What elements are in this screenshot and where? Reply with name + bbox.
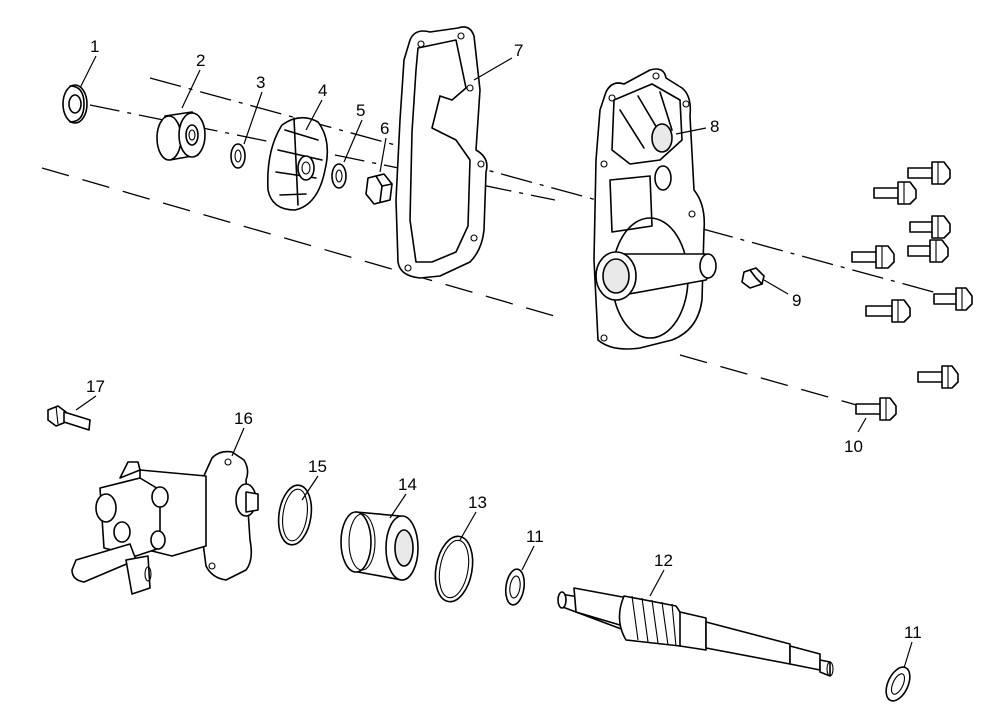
bushing-icon bbox=[340, 511, 419, 581]
bolt-group bbox=[851, 161, 973, 421]
bearing-icon bbox=[156, 111, 206, 161]
callout-12: 12 bbox=[654, 551, 673, 570]
callout-11a: 11 bbox=[526, 527, 544, 546]
bolt-icon bbox=[907, 239, 949, 263]
callout-8: 8 bbox=[710, 117, 719, 136]
pump-housing-icon bbox=[71, 450, 259, 595]
seal-ring-icon bbox=[62, 84, 88, 124]
washer-icon bbox=[885, 666, 911, 702]
washer-icon bbox=[504, 568, 526, 606]
callout-3: 3 bbox=[256, 73, 265, 92]
bolt-icon bbox=[933, 287, 973, 311]
o-ring-icon bbox=[434, 535, 474, 603]
plug-icon bbox=[741, 267, 765, 289]
callout-7: 7 bbox=[514, 41, 523, 60]
callout-15: 15 bbox=[308, 457, 327, 476]
bolt-icon bbox=[47, 405, 91, 431]
gasket-icon bbox=[395, 26, 488, 279]
callout-10: 10 bbox=[844, 437, 863, 456]
callout-6: 6 bbox=[380, 119, 389, 138]
impeller-icon bbox=[266, 116, 329, 211]
callout-17: 17 bbox=[86, 377, 105, 396]
washer-icon bbox=[331, 163, 347, 189]
cover-icon bbox=[593, 68, 717, 350]
callout-1: 1 bbox=[90, 37, 99, 56]
callout-2: 2 bbox=[196, 51, 205, 70]
callout-4: 4 bbox=[318, 81, 327, 100]
callout-14: 14 bbox=[398, 475, 417, 494]
callout-9: 9 bbox=[792, 291, 801, 310]
callout-labels: 1 2 3 4 5 6 7 8 9 10 11 11 12 13 14 15 1… bbox=[86, 37, 922, 642]
washer-icon bbox=[230, 143, 246, 169]
bolt-icon bbox=[855, 397, 897, 421]
bolt-icon bbox=[865, 299, 911, 323]
axis-line-bolt bbox=[679, 354, 861, 407]
axis-line-upper bbox=[149, 77, 971, 303]
callout-16: 16 bbox=[234, 409, 253, 428]
shaft-gear-icon bbox=[557, 587, 834, 677]
nut-icon bbox=[365, 173, 393, 205]
bolt-icon bbox=[851, 245, 895, 269]
bolt-icon bbox=[917, 365, 959, 389]
callout-5: 5 bbox=[356, 101, 365, 120]
axis-line-lower bbox=[41, 167, 559, 318]
o-ring-icon bbox=[277, 484, 313, 546]
leader-lines bbox=[75, 55, 913, 669]
callout-11b: 11 bbox=[904, 623, 922, 642]
bolt-icon bbox=[873, 181, 917, 205]
callout-13: 13 bbox=[468, 493, 487, 512]
bolt-icon bbox=[907, 161, 951, 185]
bolt-icon bbox=[909, 215, 951, 239]
